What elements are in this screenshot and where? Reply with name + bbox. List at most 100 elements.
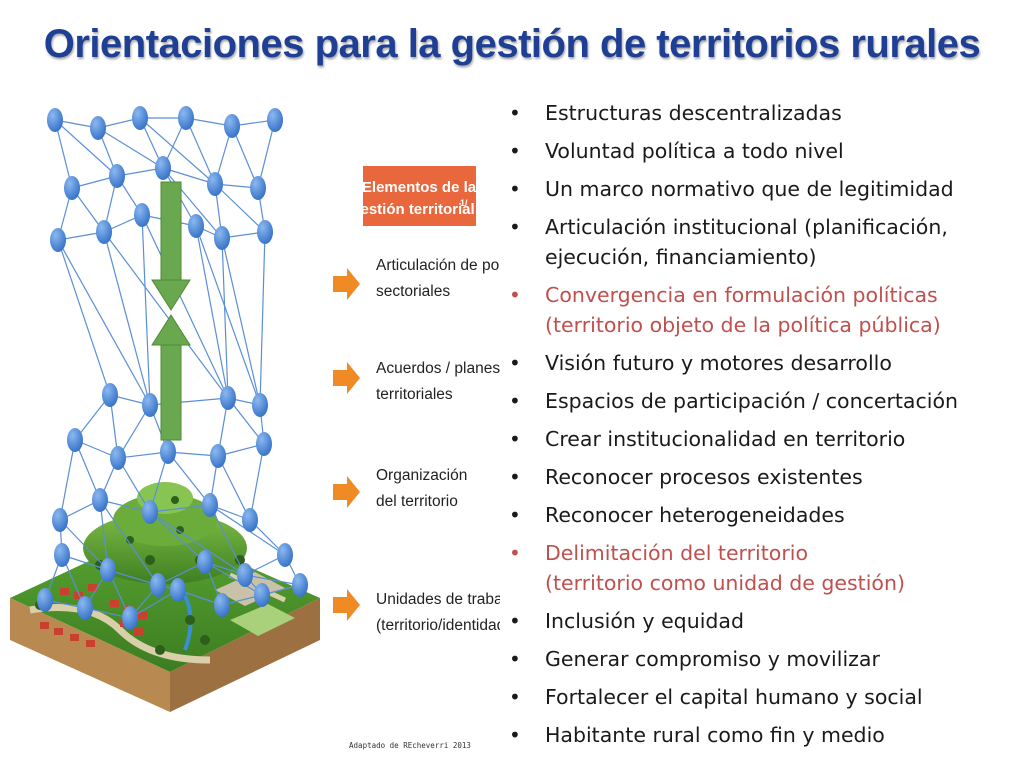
bullet-text: Reconocer procesos existentes — [545, 465, 863, 489]
network-node — [96, 220, 112, 244]
network-node — [202, 493, 218, 517]
network-node — [142, 500, 158, 524]
bullet-item: • Visión futuro y motores desarrollo — [507, 348, 1012, 378]
bullet-text: Inclusión y equidad — [545, 609, 744, 633]
network-node — [256, 432, 272, 456]
bullet-item: • Reconocer heterogeneidades — [507, 500, 1012, 530]
network-node — [197, 550, 213, 574]
bullet-text-continued: ejecución, financiamiento) — [545, 245, 817, 269]
bullet-dot-icon: • — [509, 283, 521, 307]
network-node — [224, 114, 240, 138]
bullet-dot-icon: • — [509, 541, 521, 565]
bullet-dot-icon: • — [509, 647, 521, 671]
network-node — [67, 428, 83, 452]
svg-text:Unidades de trabajo: Unidades de trabajo — [376, 591, 500, 608]
box-title-sup: 1/ — [460, 198, 468, 208]
network-node — [102, 383, 118, 407]
bullet-item: •Fortalecer el capital humano y social — [507, 682, 1012, 712]
network-node — [50, 228, 66, 252]
bullet-text: Reconocer heterogeneidades — [545, 503, 845, 527]
svg-text:territoriales: territoriales — [376, 386, 453, 403]
bullet-dot-icon: • — [509, 139, 521, 163]
bullet-dot-icon: • — [509, 215, 521, 239]
bullet-item: •Generar compromiso y movilizar — [507, 644, 1012, 674]
network-node — [47, 108, 63, 132]
bullet-item: • Reconocer procesos existentes — [507, 462, 1012, 492]
territory-diagram: Elementos de la gestión territorial 1/ A… — [10, 106, 500, 753]
bullet-dot-icon: • — [509, 427, 521, 451]
box-title-line2: gestión territorial — [351, 201, 474, 218]
bullet-item: • Delimitación del territorio (territorio … — [507, 538, 1012, 598]
network-node — [150, 573, 166, 597]
network-node — [237, 563, 253, 587]
element-item-1: Articulación de políticas sectoriales — [333, 257, 500, 300]
svg-text:Articulación de políticas: Articulación de políticas — [376, 257, 500, 274]
bullet-item: • Crear institucionalidad en territorio — [507, 424, 1012, 454]
element-item-3: Organización del territorio — [333, 467, 467, 510]
bullet-text-continued: (territorio objeto de la política públic… — [545, 313, 941, 337]
network-node — [109, 164, 125, 188]
network-node — [142, 393, 158, 417]
network-node — [277, 543, 293, 567]
bullet-item: • Convergencia en formulación políticas (t… — [507, 280, 1012, 340]
bullet-dot-icon: • — [509, 351, 521, 375]
network-node — [54, 543, 70, 567]
network-node — [252, 393, 268, 417]
network-node — [250, 176, 266, 200]
element-item-4: Unidades de trabajo (territorio/identida… — [333, 589, 500, 634]
svg-text:Acuerdos / planes: Acuerdos / planes — [376, 360, 500, 377]
network-node — [90, 116, 106, 140]
green-arrows — [151, 181, 191, 441]
bullet-text: Fortalecer el capital humano y social — [545, 685, 923, 709]
bullet-text: Un marco normativo que de legitimidad — [545, 177, 954, 201]
network-node — [210, 444, 226, 468]
network-node — [64, 176, 80, 200]
network-node — [292, 573, 308, 597]
network-node — [155, 156, 171, 180]
network-node — [214, 593, 230, 617]
elements-box: Elementos de la gestión territorial 1/ — [351, 166, 477, 226]
svg-text:Organización: Organización — [376, 467, 467, 484]
network-node — [254, 583, 270, 607]
bullet-dot-icon: • — [509, 465, 521, 489]
svg-text:sectoriales: sectoriales — [376, 283, 450, 300]
credit-label: Adaptado de REcheverri 2013 — [349, 735, 471, 753]
bullet-dot-icon: • — [509, 101, 521, 125]
bullet-item: • Articulación institucional (planificaci… — [507, 212, 1012, 272]
network-node — [242, 508, 258, 532]
bullet-list: •Estructuras descentralizadas•Voluntad p… — [507, 98, 1012, 758]
bullet-dot-icon: • — [509, 177, 521, 201]
slide-title: Orientaciones para la gestión de territo… — [43, 22, 981, 66]
svg-text:(territorio/identidad): (territorio/identidad) — [376, 617, 500, 634]
network-node — [214, 226, 230, 250]
bullet-text: Articulación institucional (planificació… — [545, 215, 948, 239]
bullet-item: • Espacios de participación / concertació… — [507, 386, 1012, 416]
network-nodes — [37, 106, 308, 630]
bullet-text-continued: (territorio como unidad de gestión) — [545, 571, 905, 595]
network-node — [37, 588, 53, 612]
network-node — [122, 606, 138, 630]
bullet-text: Espacios de participación / concertación — [545, 389, 958, 413]
box-title-line1: Elementos de la — [362, 179, 477, 196]
bullet-text: Visión futuro y motores desarrollo — [545, 351, 892, 375]
network-node — [170, 578, 186, 602]
network-node — [132, 106, 148, 130]
bullet-item: •Estructuras descentralizadas — [507, 98, 1012, 128]
bullet-text: Crear institucionalidad en territorio — [545, 427, 906, 451]
network-node — [257, 220, 273, 244]
bullet-text: Convergencia en formulación políticas — [545, 283, 938, 307]
network-node — [220, 386, 236, 410]
svg-text:Adaptado de REcheverri 2013: Adaptado de REcheverri 2013 — [349, 741, 471, 750]
bullet-dot-icon: • — [509, 609, 521, 633]
network-node — [267, 108, 283, 132]
bullet-dot-icon: • — [509, 389, 521, 413]
network-node — [207, 172, 223, 196]
network-node — [92, 488, 108, 512]
element-item-2: Acuerdos / planes territoriales — [333, 360, 500, 403]
bullet-text: Delimitación del territorio — [545, 541, 808, 565]
bullet-item: • Inclusión y equidad — [507, 606, 1012, 636]
bullet-dot-icon: • — [509, 503, 521, 527]
network-node — [100, 558, 116, 582]
svg-text:del territorio: del territorio — [376, 493, 458, 510]
bullet-item: •Habitante rural como fin y medio — [507, 720, 1012, 750]
